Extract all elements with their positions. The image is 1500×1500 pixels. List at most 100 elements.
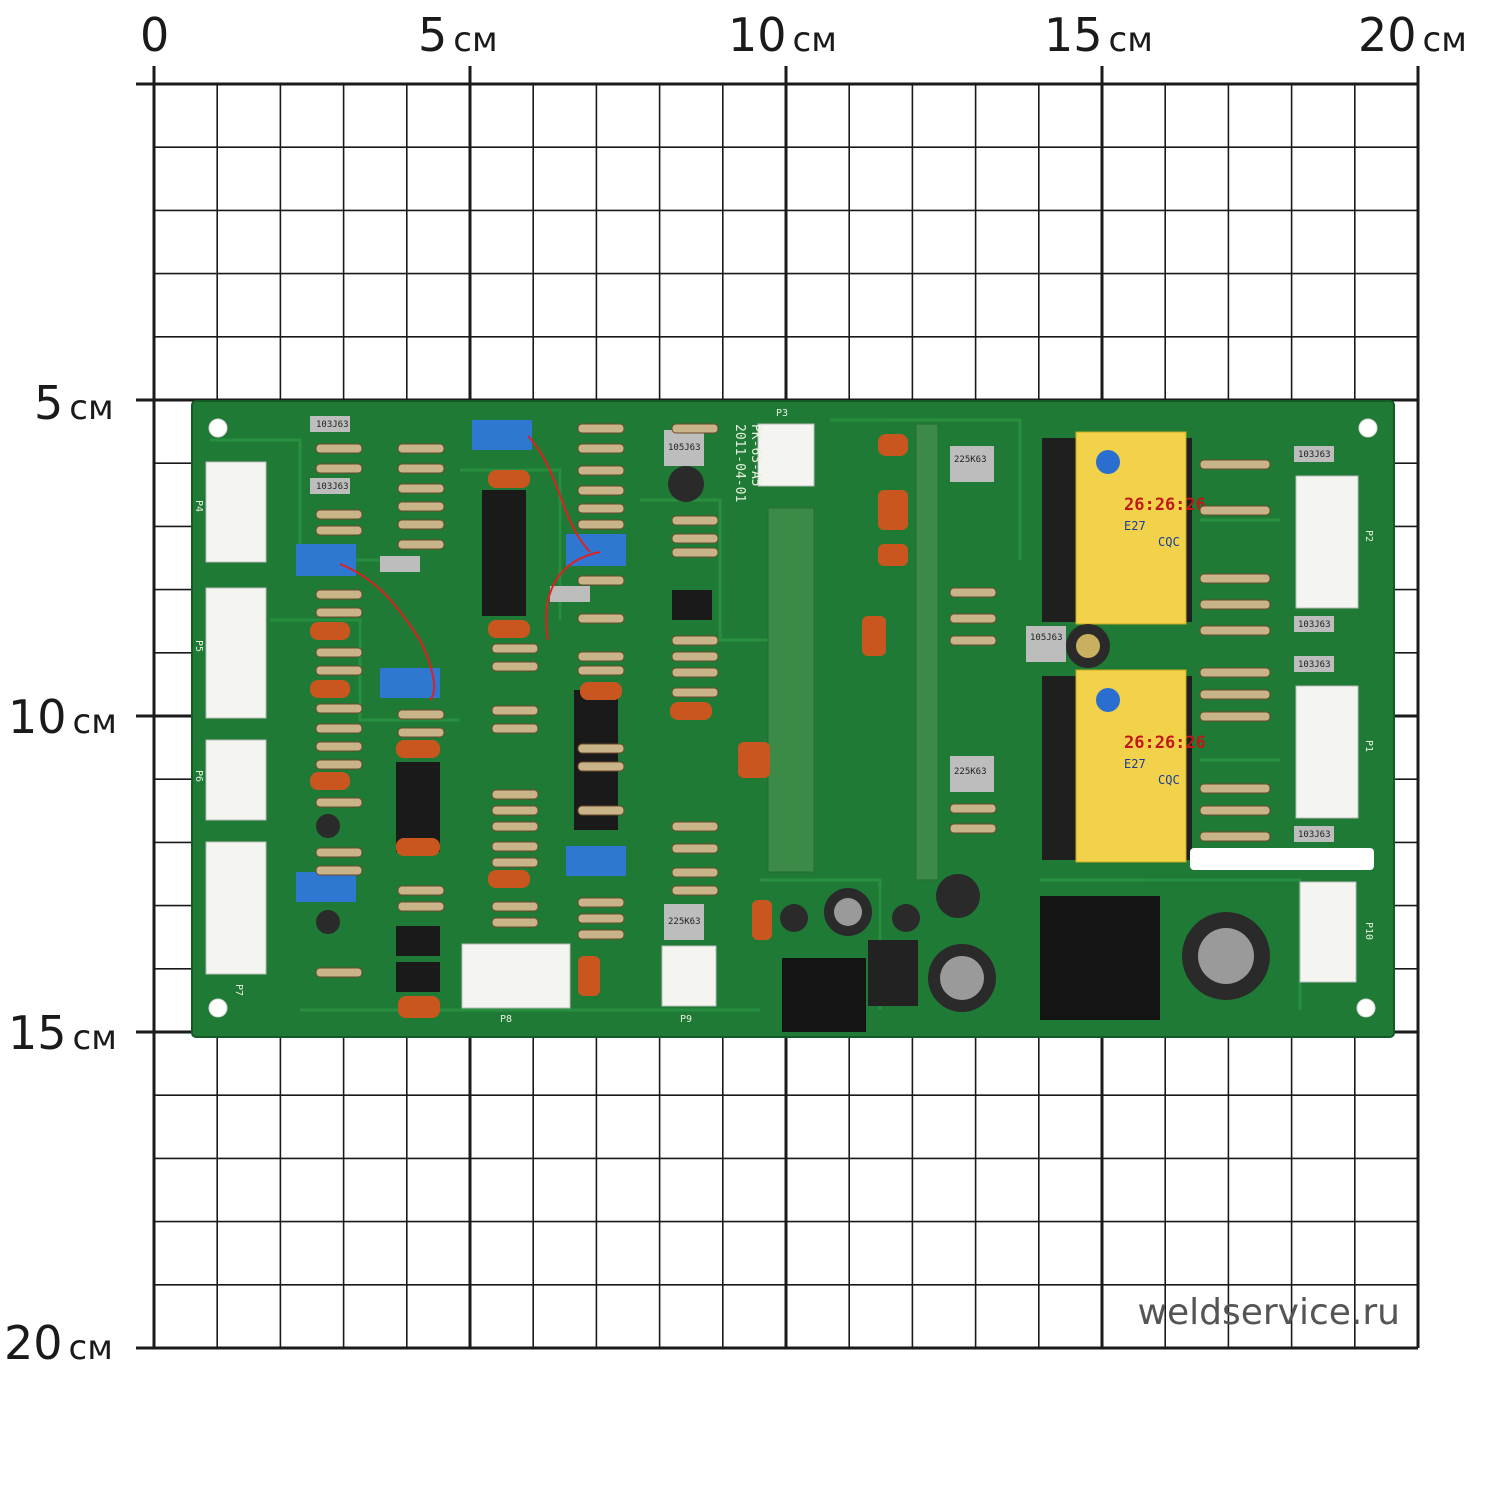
resistor [671,843,719,854]
capacitor-mark: 225K63 [668,917,701,927]
board-date: 2011-04-01 [732,424,747,502]
resistor [491,661,539,672]
resistor [949,613,997,624]
resistor [577,613,625,624]
resistor [397,727,445,738]
resistor [1199,573,1271,584]
resistor [491,805,539,816]
mount-hole [208,998,228,1018]
resistor [1199,711,1271,722]
resistor [577,519,625,530]
resistor [315,607,363,618]
capacitor-mark: 103J63 [1298,660,1331,670]
resistor [315,847,363,858]
resistor [577,665,625,676]
connector-p9 [661,945,717,1007]
resistor [1199,831,1271,842]
capacitor-mark: 105J63 [668,443,701,453]
resistor [315,703,363,714]
resistor [397,709,445,720]
daughter-board-left [767,507,815,873]
connector-label: P8 [500,1014,512,1025]
transformer-bottom-ratio: 26:26:26 [1124,733,1206,753]
label-strip [1190,848,1374,870]
capacitor-mark: 225K63 [954,767,987,777]
resistor [397,539,445,550]
x-tick-0: 0 [140,8,170,62]
mount-hole [1356,998,1376,1018]
resistor [577,465,625,476]
resistor [1199,667,1271,678]
resistor [1199,599,1271,610]
resistor [1199,459,1271,470]
resistor [491,917,539,928]
resistor [577,761,625,772]
mount-hole [208,418,228,438]
capacitor-mark: 103J63 [1298,830,1331,840]
board-marking: PK-63-A5 [748,424,763,487]
resistor [949,803,997,814]
resistor [671,547,719,558]
watermark: weldservice.ru [1137,1292,1400,1333]
resistor [949,635,997,646]
resistor [577,913,625,924]
film-caps [310,434,908,1018]
resistor [949,823,997,834]
connector-label: P7 [233,984,244,996]
resistor [577,503,625,514]
resistor [315,741,363,752]
resistor [671,533,719,544]
resistor [949,587,997,598]
connector-p2 [1295,475,1359,609]
daughter-board-center [915,423,939,881]
connector-p6 [205,739,267,821]
resistor [671,821,719,832]
connector-p4 [205,461,267,563]
connectors-left [205,461,267,975]
resistor [671,635,719,646]
connector-label: P9 [680,1014,692,1025]
trimmer-pots [296,420,626,902]
resistor [315,797,363,808]
pcb-board: 26:26:26 E27 CQC 26:26:26 E27 CQC [191,400,1395,1038]
resistor [577,805,625,816]
resistor [491,857,539,868]
resistor [671,423,719,434]
connector-p8 [461,943,571,1009]
resistor [315,509,363,520]
connector-label: P4 [193,500,204,512]
resistors [315,423,1271,978]
resistor [577,651,625,662]
capacitor-mark: 105J63 [1030,633,1063,643]
capacitor-mark: 103J63 [316,420,349,430]
electrolytic-caps [316,466,1270,1012]
connector-label: P1 [1363,740,1374,752]
capacitor-mark: 103J63 [1298,450,1331,460]
connector-label: P5 [193,640,204,652]
ic-u6 [396,962,440,992]
transformer-top-code: CQC [1158,535,1180,549]
transformer-top-sub: E27 [1124,519,1146,533]
resistor [1199,625,1271,636]
resistor [577,575,625,586]
resistor [315,589,363,600]
resistor [1199,805,1271,816]
connector-p7 [205,841,267,975]
heatsink-right [1040,896,1160,1020]
resistor [315,759,363,770]
transformer-top: 26:26:26 E27 CQC [1042,431,1206,625]
resistor [671,885,719,896]
resistor [1199,505,1271,516]
transformer-bottom-code: CQC [1158,773,1180,787]
capacitor-marks: 103J63103J63103J63103J63103J63103J63105J… [316,420,1331,927]
resistor [671,687,719,698]
resistor [491,643,539,654]
resistor [577,485,625,496]
